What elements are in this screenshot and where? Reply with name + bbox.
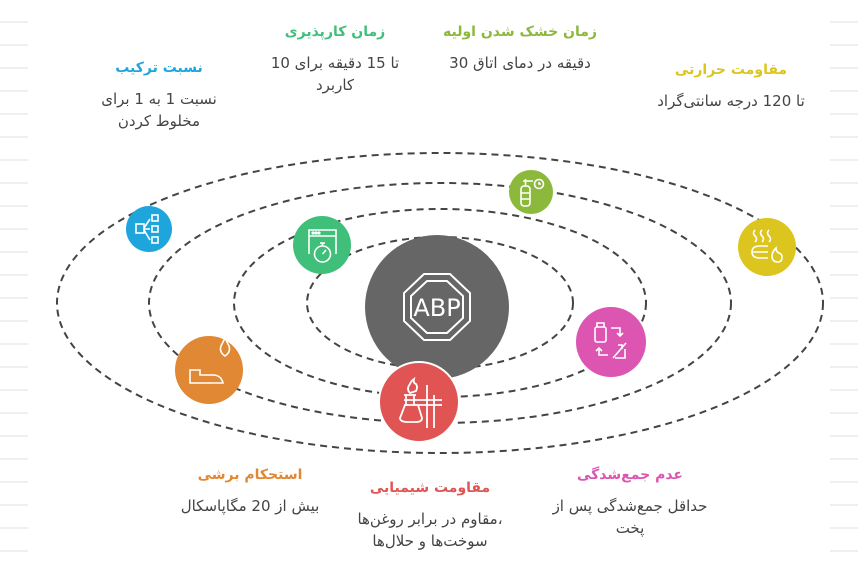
feature-description: بیش از 20 مگاپاسکال	[180, 497, 320, 515]
feature-chemical-resistance: مقاومت شیمیایی ،مقاوم در برابر روغن‌ها س…	[340, 478, 520, 552]
feature-title: استحکام برشی	[197, 467, 303, 483]
feature-mix-ratio: نسبت ترکیب نسبت 1 به 1 برای مخلوط کردن	[84, 58, 234, 132]
feature-title: عدم جمع‌شدگی	[577, 467, 683, 483]
node-pot-life	[293, 216, 351, 274]
container-transform-icon	[594, 322, 627, 359]
heat-steam-flame-icon	[751, 229, 783, 263]
feature-description: دقیقه در دمای اتاق 30	[449, 54, 591, 72]
center-circle	[365, 235, 509, 379]
node-initial-dry-time	[509, 170, 553, 214]
feature-title: نسبت ترکیب	[115, 60, 203, 76]
orbit-ring-4	[56, 152, 824, 454]
node-mix-ratio	[126, 206, 172, 252]
feature-description: نسبت 1 به 1 برای مخلوط کردن	[101, 90, 217, 130]
feature-heat-resistance: مقاومت حرارتی تا 120 درجه سانتی‌گراد	[636, 60, 826, 112]
center-label: ABP	[413, 294, 460, 322]
gas-cylinder-timer-icon	[520, 178, 545, 207]
stop-sign-icon	[403, 273, 471, 341]
node-heat-resistance	[738, 218, 796, 276]
node-chemical-resistance	[378, 361, 460, 443]
feature-description: ،مقاوم در برابر روغن‌ها سوخت‌ها و حلال‌ه…	[357, 510, 503, 550]
feature-pot-life: زمان کارپذیری تا 15 دقیقه برای 10 کاربرد	[250, 22, 420, 96]
feature-description: تا 15 دقیقه برای 10 کاربرد	[270, 54, 400, 94]
bunsen-burner-flask-icon	[399, 376, 442, 428]
feature-initial-dry-time: زمان خشک شدن اولیه دقیقه در دمای اتاق 30	[430, 22, 610, 74]
node-low-shrinkage	[576, 307, 646, 377]
feature-title: زمان کارپذیری	[284, 24, 386, 40]
feature-low-shrinkage: عدم جمع‌شدگی حداقل جمع‌شدگی پس از پخت	[540, 465, 720, 539]
node-shear-strength	[175, 336, 243, 404]
hand-drop-icon	[189, 336, 231, 384]
feature-description: تا 120 درجه سانتی‌گراد	[657, 92, 805, 110]
feature-description: حداقل جمع‌شدگی پس از پخت	[552, 497, 708, 537]
feature-title: زمان خشک شدن اولیه	[443, 24, 597, 40]
feature-title: مقاومت شیمیایی	[369, 480, 491, 496]
feature-shear-strength: استحکام برشی بیش از 20 مگاپاسکال	[160, 465, 340, 517]
center-node: ABP	[365, 235, 509, 379]
stopwatch-window-icon	[308, 229, 337, 263]
workflow-split-icon	[135, 214, 159, 244]
feature-title: مقاومت حرارتی	[674, 62, 788, 78]
